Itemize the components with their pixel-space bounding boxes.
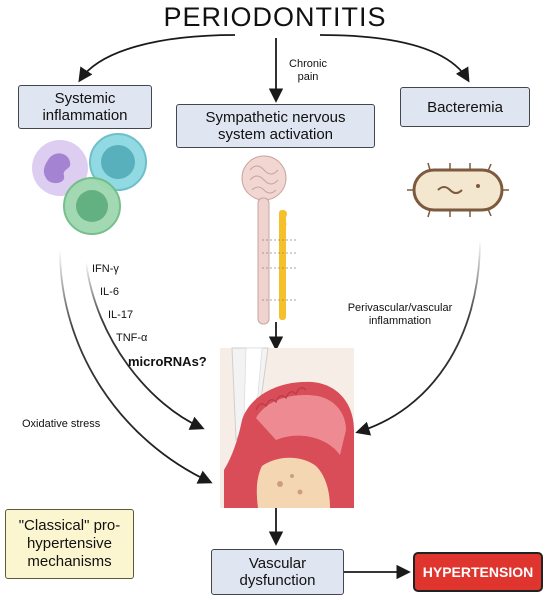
vascular-dysfunction-box: Vascular dysfunction [211,549,344,595]
side-arrows [59,239,481,484]
chronic-pain-line-2: pain [297,71,319,83]
arrow-to-bacteremia [319,34,470,83]
classical-line-3: mechanisms [27,553,112,570]
sympathetic-line-2: system activation [217,126,334,143]
classical-mechanisms-box: "Classical" pro- hypertensive mechanisms [5,509,134,579]
cytokine-il6: IL-6 [100,286,119,298]
arrow-cells-oxidative [59,249,213,484]
bacterium-icon [407,162,509,218]
cytokine-tnf: TNF-α [116,332,148,344]
diagram-title: PERIODONTITIS [163,2,387,32]
cytokine-il17: IL-17 [108,309,134,321]
arrow-bacteria-to-gum [355,239,481,436]
perivascular-line-2: inflammation [368,315,432,327]
vascular-line-2: dysfunction [239,572,316,589]
systemic-line-1: Systemic [54,90,116,107]
vascular-line-1: Vascular [248,555,307,572]
systemic-inflammation-box: Systemic inflammation [18,85,152,129]
arrow-cells-to-gum [85,261,205,430]
hypertension-box: HYPERTENSION [413,552,543,592]
classical-line-2: hypertensive [26,535,113,552]
classical-line-1: "Classical" pro- [18,517,121,534]
cytokine-ifn: IFN-γ [92,263,119,275]
chronic-pain-label: Chronic pain [288,58,328,84]
arrow-to-systemic [78,34,236,83]
perivascular-label: Perivascular/vascular inflammation [340,302,460,328]
bacteremia-box: Bacteremia [400,87,530,127]
sympathetic-line-1: Sympathetic nervous [205,109,346,126]
systemic-line-2: inflammation [42,107,128,124]
micrornas-label: microRNAs? [128,354,207,369]
chronic-pain-line-1: Chronic [289,58,327,70]
sympathetic-activation-box: Sympathetic nervous system activation [176,104,375,148]
bacteremia-label: Bacteremia [427,98,503,116]
gum-tooth-icon [220,347,354,508]
oxidative-stress-label: Oxidative stress [22,418,101,430]
top-arrows [78,34,470,103]
perivascular-line-1: Perivascular/vascular [347,302,453,314]
spinal-cord-icon [241,155,298,325]
immune-cells-icon [32,133,147,235]
